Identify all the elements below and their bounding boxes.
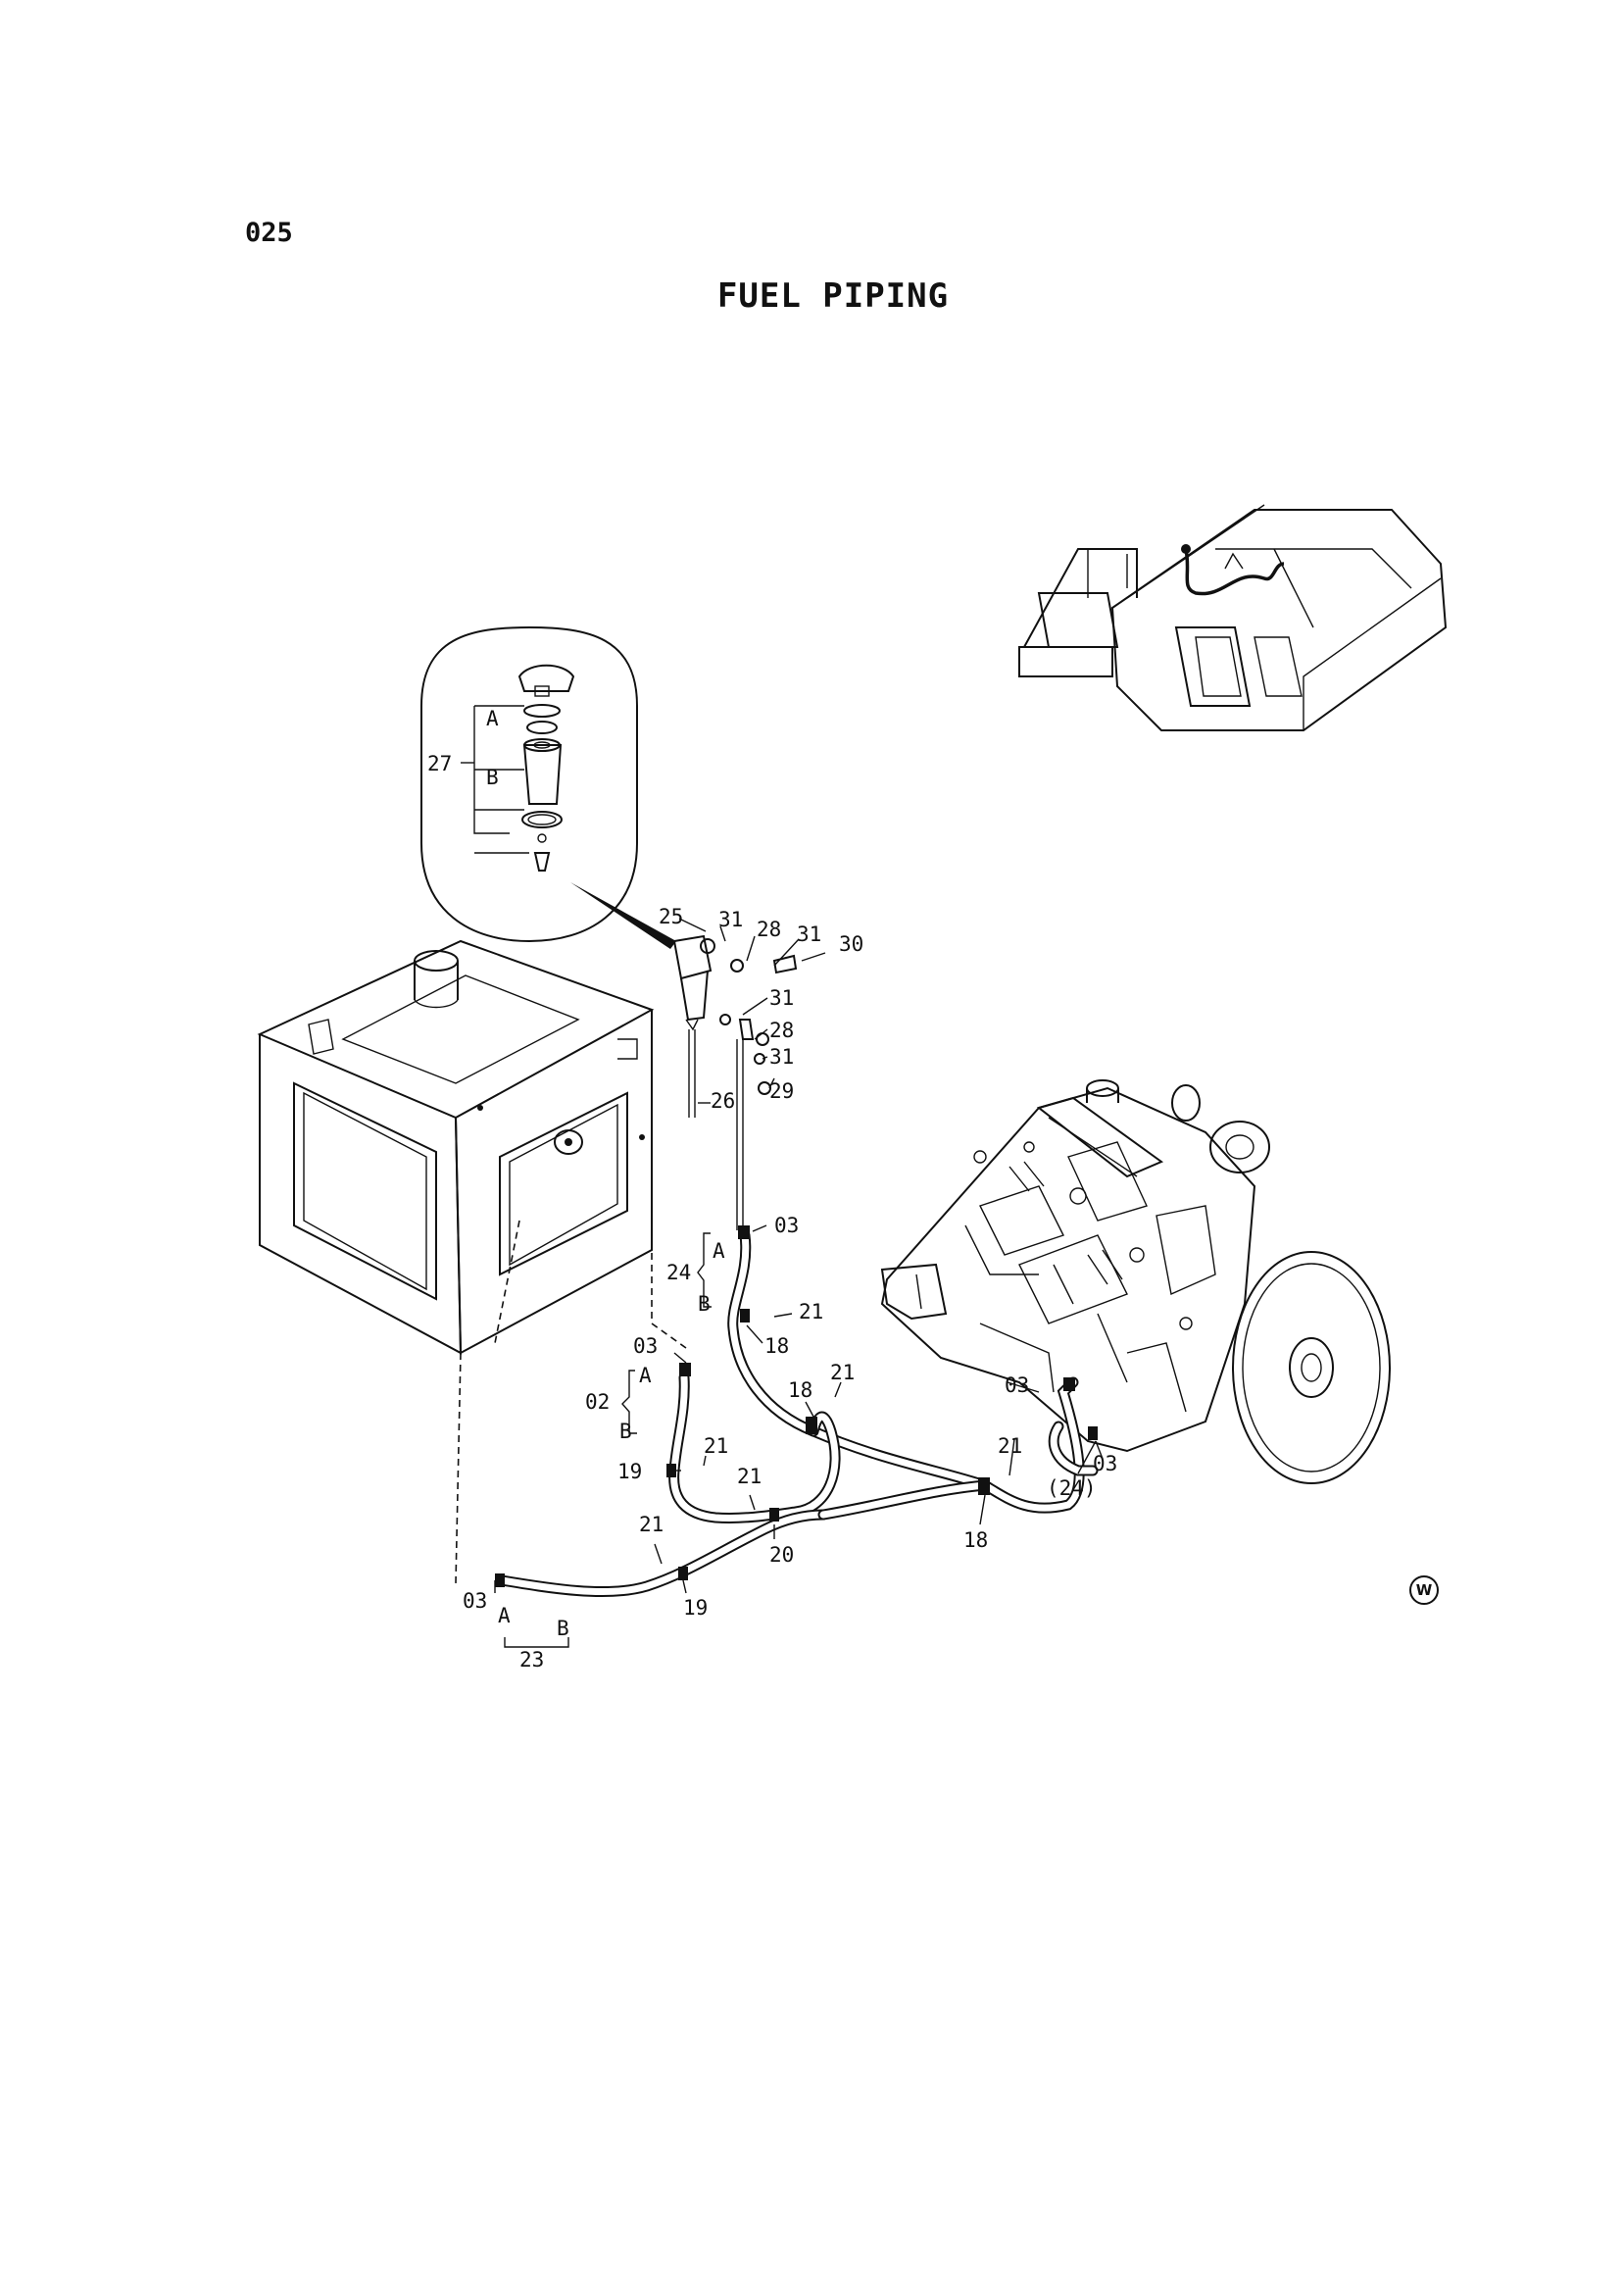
callout-18: 18 xyxy=(788,1378,812,1402)
callout-b: B xyxy=(557,1617,569,1640)
page-title: FUEL PIPING xyxy=(716,276,950,316)
callout-24-ref: (24) xyxy=(1047,1476,1097,1500)
callout-a: A xyxy=(486,707,499,730)
callout-28: 28 xyxy=(757,918,781,941)
callout-21: 21 xyxy=(704,1434,728,1458)
callout-20: 20 xyxy=(769,1543,794,1567)
callout-31: 31 xyxy=(769,986,794,1010)
callout-21: 21 xyxy=(799,1300,823,1323)
fuel-tank-drawing xyxy=(257,939,655,1355)
callout-a: A xyxy=(713,1239,725,1263)
callout-21: 21 xyxy=(639,1513,664,1536)
callout-18: 18 xyxy=(963,1528,988,1552)
callout-19: 19 xyxy=(683,1596,708,1620)
callout-03: 03 xyxy=(633,1334,658,1358)
callout-24: 24 xyxy=(666,1261,691,1284)
leader-lines xyxy=(494,918,1104,1648)
callout-18: 18 xyxy=(764,1334,789,1358)
callout-30: 30 xyxy=(839,932,863,956)
callout-31: 31 xyxy=(718,908,743,931)
callout-b: B xyxy=(698,1292,711,1316)
callout-03: 03 xyxy=(774,1214,799,1237)
callout-a: A xyxy=(498,1604,511,1627)
callout-21: 21 xyxy=(737,1465,762,1488)
fuel-hoses xyxy=(455,1206,1099,1598)
watermark-symbol: W xyxy=(1409,1575,1439,1605)
callout-labels: 25 31 28 31 30 31 28 31 29 26 27 A B 03 … xyxy=(427,707,1117,1672)
callout-31: 31 xyxy=(797,923,821,946)
callout-26: 26 xyxy=(711,1089,735,1113)
page-code: 025 xyxy=(245,218,293,248)
callout-21: 21 xyxy=(830,1361,855,1384)
callout-b: B xyxy=(619,1420,632,1443)
callout-23: 23 xyxy=(519,1648,544,1672)
callout-b: B xyxy=(486,766,499,789)
callout-29: 29 xyxy=(769,1079,794,1103)
callout-02: 02 xyxy=(585,1390,610,1414)
callout-28: 28 xyxy=(769,1019,794,1042)
callout-03: 03 xyxy=(1005,1373,1029,1397)
engine-drawing xyxy=(880,1079,1391,1484)
callout-31: 31 xyxy=(769,1045,794,1069)
callout-21: 21 xyxy=(998,1434,1022,1458)
callout-03: 03 xyxy=(463,1589,487,1613)
callout-19: 19 xyxy=(617,1460,642,1483)
callout-03: 03 xyxy=(1093,1452,1117,1475)
callout-a: A xyxy=(639,1364,652,1387)
excavator-overview-drawing xyxy=(1018,504,1448,731)
callout-25: 25 xyxy=(659,905,683,928)
callout-27: 27 xyxy=(427,752,452,775)
fuel-filter-detail-bubble xyxy=(420,625,676,949)
